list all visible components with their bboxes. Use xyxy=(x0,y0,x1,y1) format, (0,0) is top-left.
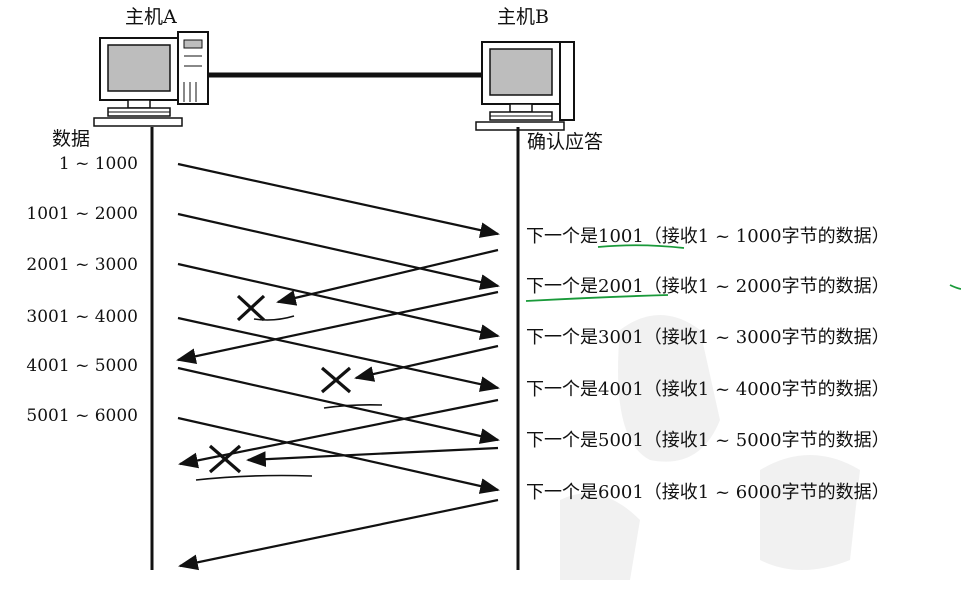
ack-arrow-6 xyxy=(178,498,499,571)
ack-arrow-3-lost xyxy=(354,344,499,382)
data-arrow-6 xyxy=(177,416,500,494)
green-annotations xyxy=(525,244,961,302)
ack-label-6: 下一个是6001（接收1 ~ 6000字节的数据） xyxy=(526,482,890,503)
data-header: 数据 xyxy=(52,128,91,150)
segment-label-3: 2001 ~ 3000 xyxy=(26,255,138,275)
segment-label-4: 3001 ~ 4000 xyxy=(26,307,138,327)
data-arrow-3 xyxy=(177,262,500,340)
host-b-label: 主机B xyxy=(497,6,549,28)
loss-marks xyxy=(208,294,352,474)
ack-label-2: 下一个是2001（接收1 ~ 2000字节的数据） xyxy=(526,276,890,297)
host-a-computer xyxy=(93,31,209,127)
segment-label-1: 1 ~ 1000 xyxy=(58,154,138,174)
x-mark-1 xyxy=(236,294,266,322)
data-arrows xyxy=(177,162,500,494)
ack-arrow-2 xyxy=(176,290,499,365)
ack-arrows xyxy=(176,248,499,571)
ack-arrow-5-lost xyxy=(246,446,499,468)
x-mark-2 xyxy=(320,366,352,394)
ack-label-4: 下一个是4001（接收1 ~ 4000字节的数据） xyxy=(526,379,890,400)
ack-label-5: 下一个是5001（接收1 ~ 5000字节的数据） xyxy=(526,430,890,451)
ack-header: 确认应答 xyxy=(527,131,604,153)
handwritten-underlines xyxy=(195,315,383,481)
ack-arrow-1-lost xyxy=(276,248,499,306)
data-arrow-5 xyxy=(177,366,500,444)
x-mark-3 xyxy=(208,444,242,474)
data-arrow-1 xyxy=(177,162,500,238)
data-arrow-4 xyxy=(177,316,500,392)
ack-label-1: 下一个是1001（接收1 ~ 1000字节的数据） xyxy=(526,226,890,247)
segment-label-6: 5001 ~ 6000 xyxy=(26,406,138,426)
segment-label-2: 1001 ~ 2000 xyxy=(26,204,138,224)
host-a-label: 主机A xyxy=(125,6,177,28)
data-arrow-2 xyxy=(177,212,500,290)
host-b-computer xyxy=(475,41,575,131)
ack-label-3: 下一个是3001（接收1 ~ 3000字节的数据） xyxy=(526,327,890,348)
watermark-seal xyxy=(560,315,860,580)
segment-label-5: 4001 ~ 5000 xyxy=(26,356,138,376)
